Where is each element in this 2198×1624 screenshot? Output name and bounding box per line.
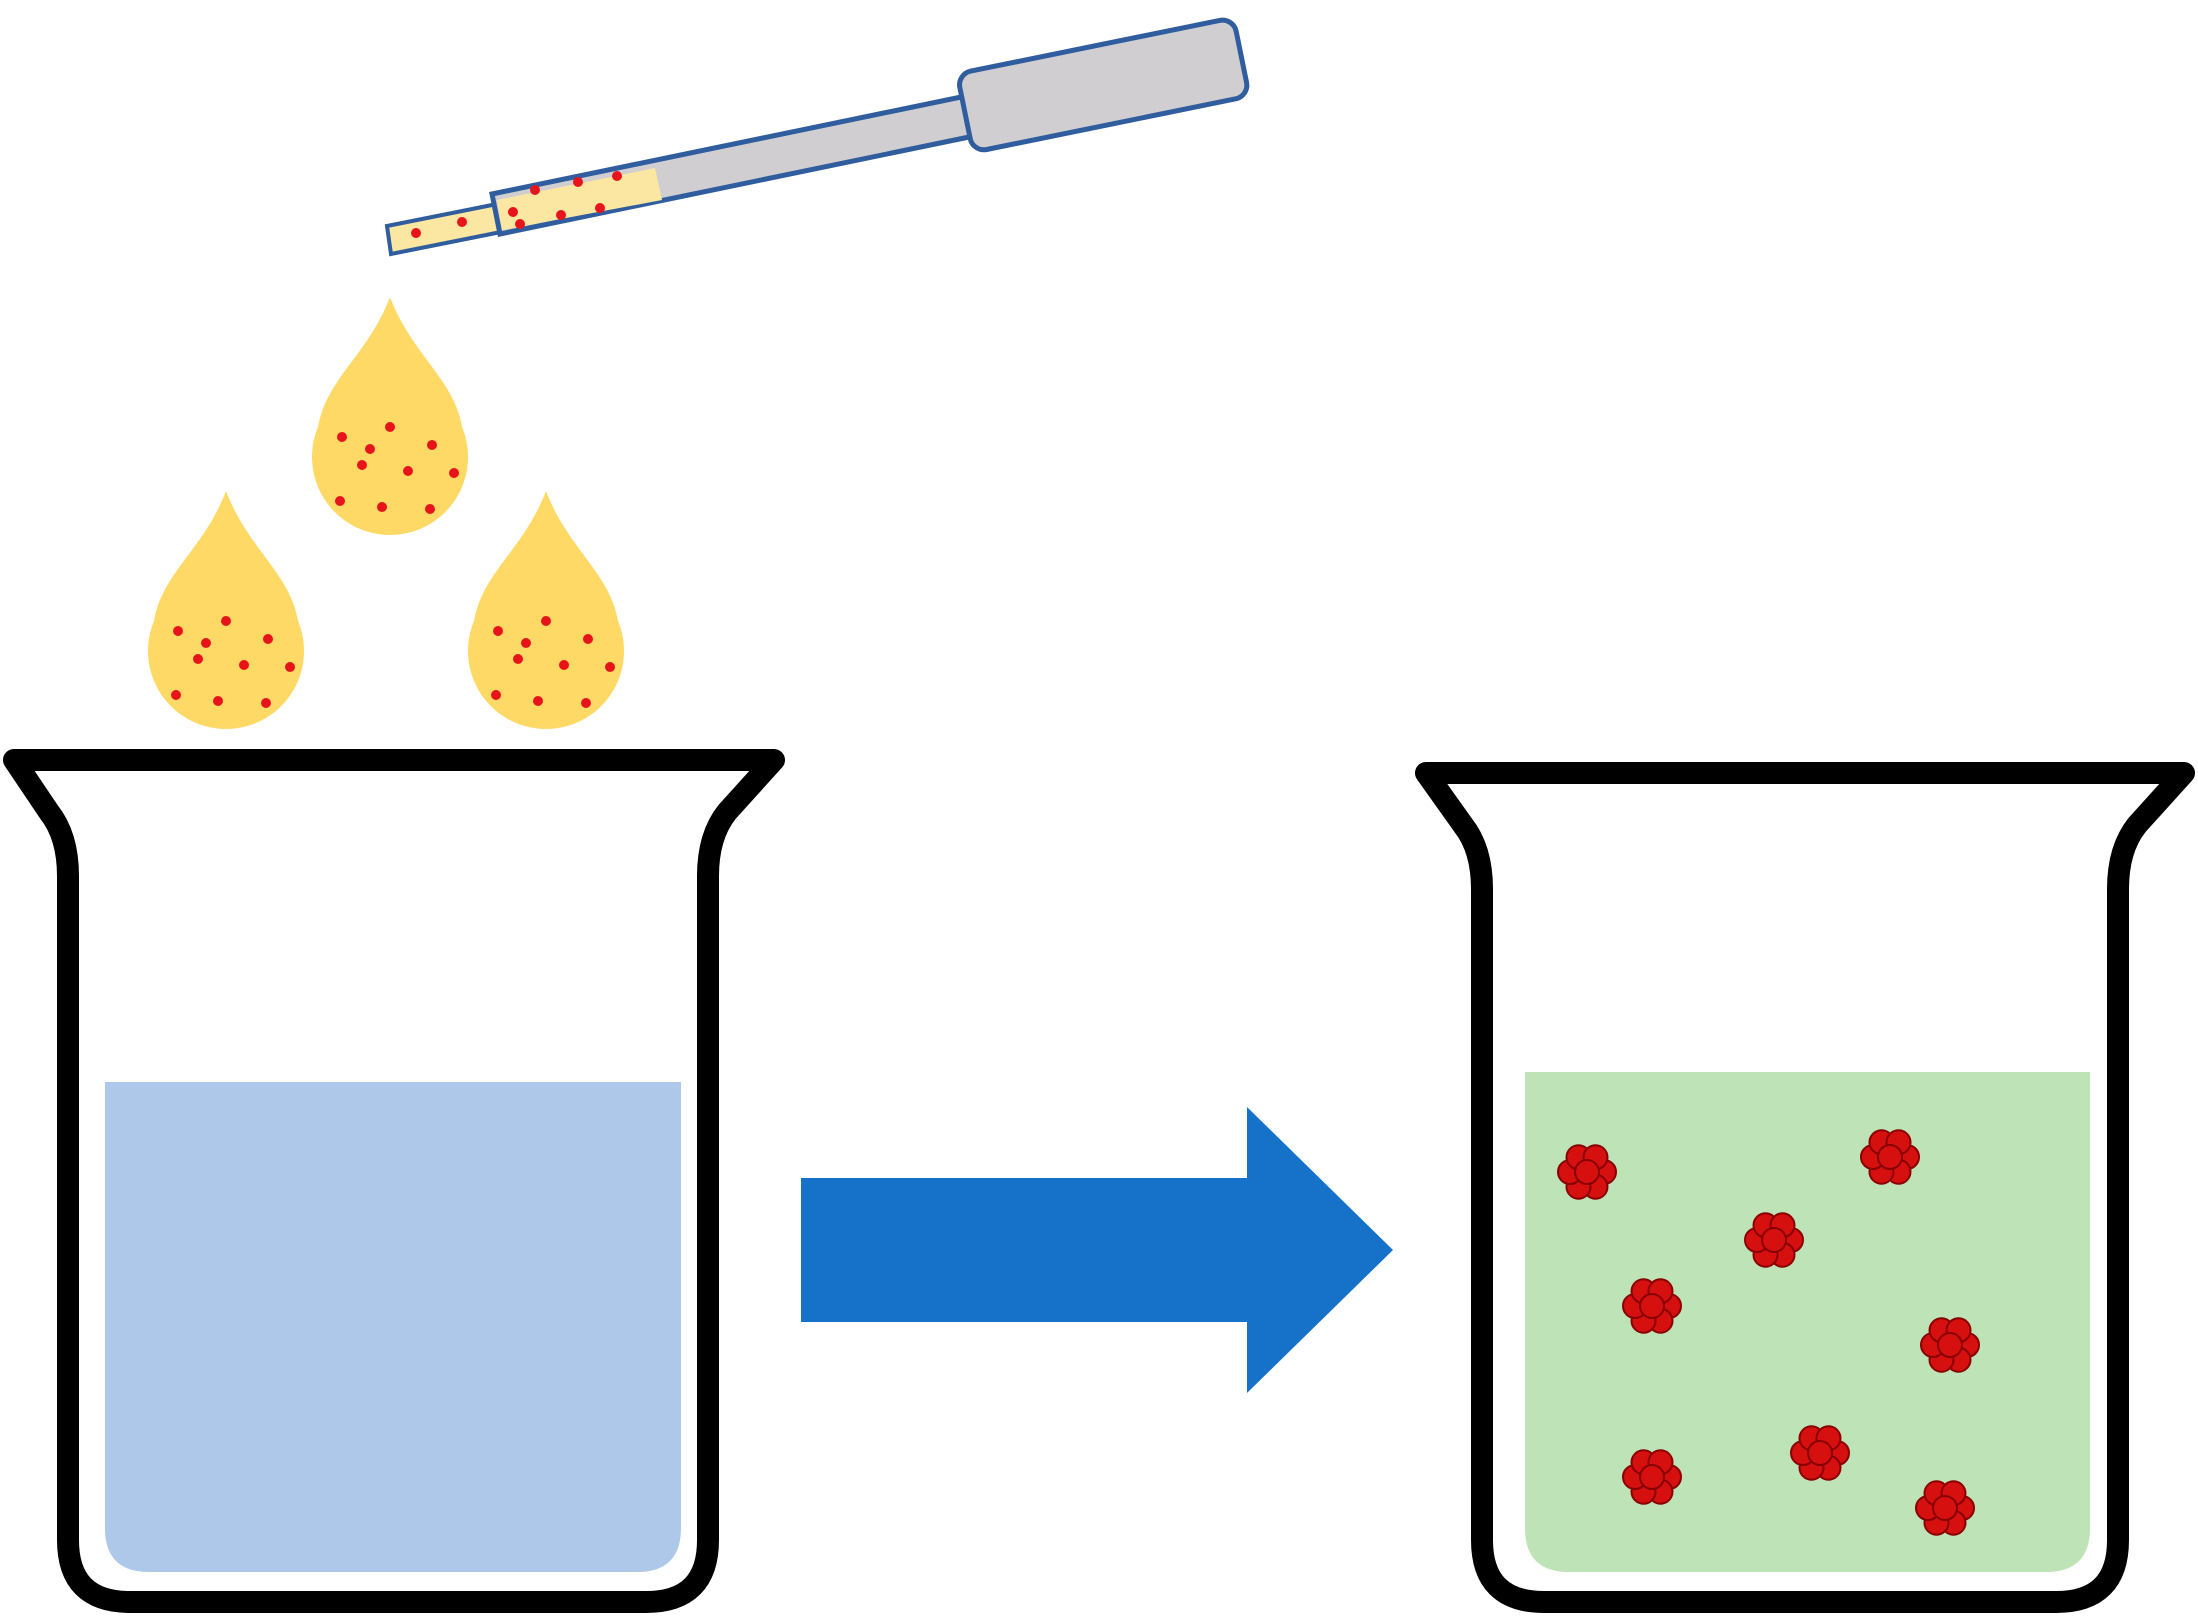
particle-dot bbox=[201, 638, 211, 648]
particle-cluster-icon bbox=[1622, 1278, 1682, 1334]
particle-dot bbox=[605, 662, 615, 672]
particle-dot bbox=[365, 444, 375, 454]
solution-after bbox=[1525, 1072, 2090, 1572]
particle-dot bbox=[385, 422, 395, 432]
pipette-icon bbox=[384, 17, 1250, 257]
particle-dot bbox=[263, 634, 273, 644]
particle-dot bbox=[559, 660, 569, 670]
particle-dot bbox=[491, 690, 501, 700]
beaker-icon bbox=[3, 749, 785, 1613]
particle-dot bbox=[221, 616, 231, 626]
particle-dot bbox=[521, 638, 531, 648]
particle-cluster-icon bbox=[1622, 1449, 1682, 1505]
particle-dot bbox=[515, 219, 525, 229]
particle-cluster-icon bbox=[1920, 1317, 1980, 1373]
droplet-icon bbox=[312, 297, 469, 535]
particle-cluster-icon bbox=[1915, 1480, 1975, 1536]
beaker-before bbox=[3, 749, 785, 1613]
particle-dot bbox=[581, 698, 591, 708]
particle-cluster-icon bbox=[1790, 1425, 1850, 1481]
particle-dot bbox=[285, 662, 295, 672]
pipette-particles bbox=[411, 171, 622, 238]
pipette-bulb bbox=[957, 17, 1250, 153]
particle-dot bbox=[335, 496, 345, 506]
particle-dot bbox=[377, 502, 387, 512]
particle-dot bbox=[541, 616, 551, 626]
particle-dot bbox=[213, 696, 223, 706]
particle-dot bbox=[493, 626, 503, 636]
droplets bbox=[148, 297, 624, 729]
particle-cluster-icon bbox=[1860, 1129, 1920, 1185]
particle-dot bbox=[595, 203, 605, 213]
particle-cluster-icon bbox=[1557, 1144, 1617, 1200]
beaker-icon bbox=[1415, 762, 2195, 1613]
particle-dot bbox=[239, 660, 249, 670]
particle-dot bbox=[403, 466, 413, 476]
particle-dot bbox=[573, 177, 583, 187]
particle-dot bbox=[513, 654, 523, 664]
particle-dot bbox=[533, 696, 543, 706]
particle-dot bbox=[411, 228, 421, 238]
particle-dot bbox=[261, 698, 271, 708]
pipette-tip bbox=[384, 201, 504, 257]
particle-dot bbox=[357, 460, 367, 470]
solution-before bbox=[105, 1082, 681, 1572]
aggregates bbox=[1557, 1129, 1980, 1536]
particle-dot bbox=[612, 171, 622, 181]
particle-dot bbox=[449, 468, 459, 478]
particle-dot bbox=[556, 210, 566, 220]
pipette-liquid bbox=[497, 168, 662, 230]
particle-dot bbox=[173, 626, 183, 636]
particle-dot bbox=[193, 654, 203, 664]
particle-dot bbox=[425, 504, 435, 514]
particle-dot bbox=[337, 432, 347, 442]
arrow-right-icon bbox=[801, 1107, 1393, 1393]
particle-cluster-icon bbox=[1744, 1212, 1804, 1268]
particle-dot bbox=[530, 185, 540, 195]
particle-dot bbox=[457, 217, 467, 227]
particle-dot bbox=[427, 440, 437, 450]
particle-dot bbox=[583, 634, 593, 644]
droplet-icon bbox=[148, 491, 304, 729]
particle-dot bbox=[508, 207, 518, 217]
beaker-after bbox=[1415, 762, 2195, 1613]
particle-dot bbox=[171, 690, 181, 700]
droplet-icon bbox=[468, 491, 624, 729]
